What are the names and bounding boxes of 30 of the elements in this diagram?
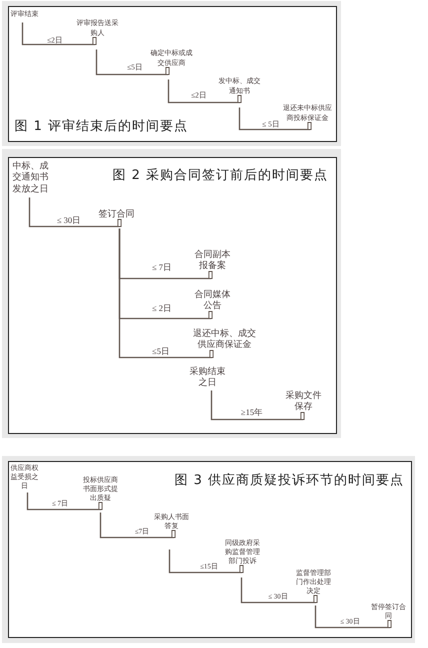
elbow-connector [240,578,318,604]
milestone-label: 签订合同 [96,208,137,220]
elbow-connector [238,108,312,130]
edge-label: ≥15年 [240,408,264,416]
edge-label: ≤ 7日 [152,262,172,272]
elbow-connector [100,512,176,538]
elbow-connector [118,228,214,358]
figure-panel [8,6,337,142]
elbow-connector [314,606,392,628]
elbow-connector [96,50,170,76]
elbow-connector [168,80,242,104]
elbow-connector [168,550,244,574]
elbow-connector [28,198,122,228]
milestone-label: 采购结束之日 [187,366,228,388]
milestone-label: 采购文件保存 [283,390,324,412]
elbow-connector [22,22,97,46]
elbow-connector [210,390,305,420]
elbow-connector [26,492,103,510]
milestone-label: 合同媒体公告 [192,288,233,312]
figure-title: 图 1 评审结束后的时间要点 [14,118,188,134]
edge-label: ≤ 2日 [152,304,172,312]
milestone-label: 合同副本报备案 [192,248,233,272]
edge-label: ≤5日 [152,346,170,356]
figure-title: 图 2 采购合同签订前后的时间要点 [112,168,328,184]
figure-panel [8,461,412,638]
milestone-label: 退还中标、成交供应商保证金 [190,328,258,350]
edge-label: ≤ 30日 [56,216,82,224]
figure-title: 图 3 供应商质疑投诉环节的时间要点 [174,472,404,488]
milestone-label: 中标、成交通知书发放之日 [10,160,51,194]
figure-panel [8,157,337,434]
